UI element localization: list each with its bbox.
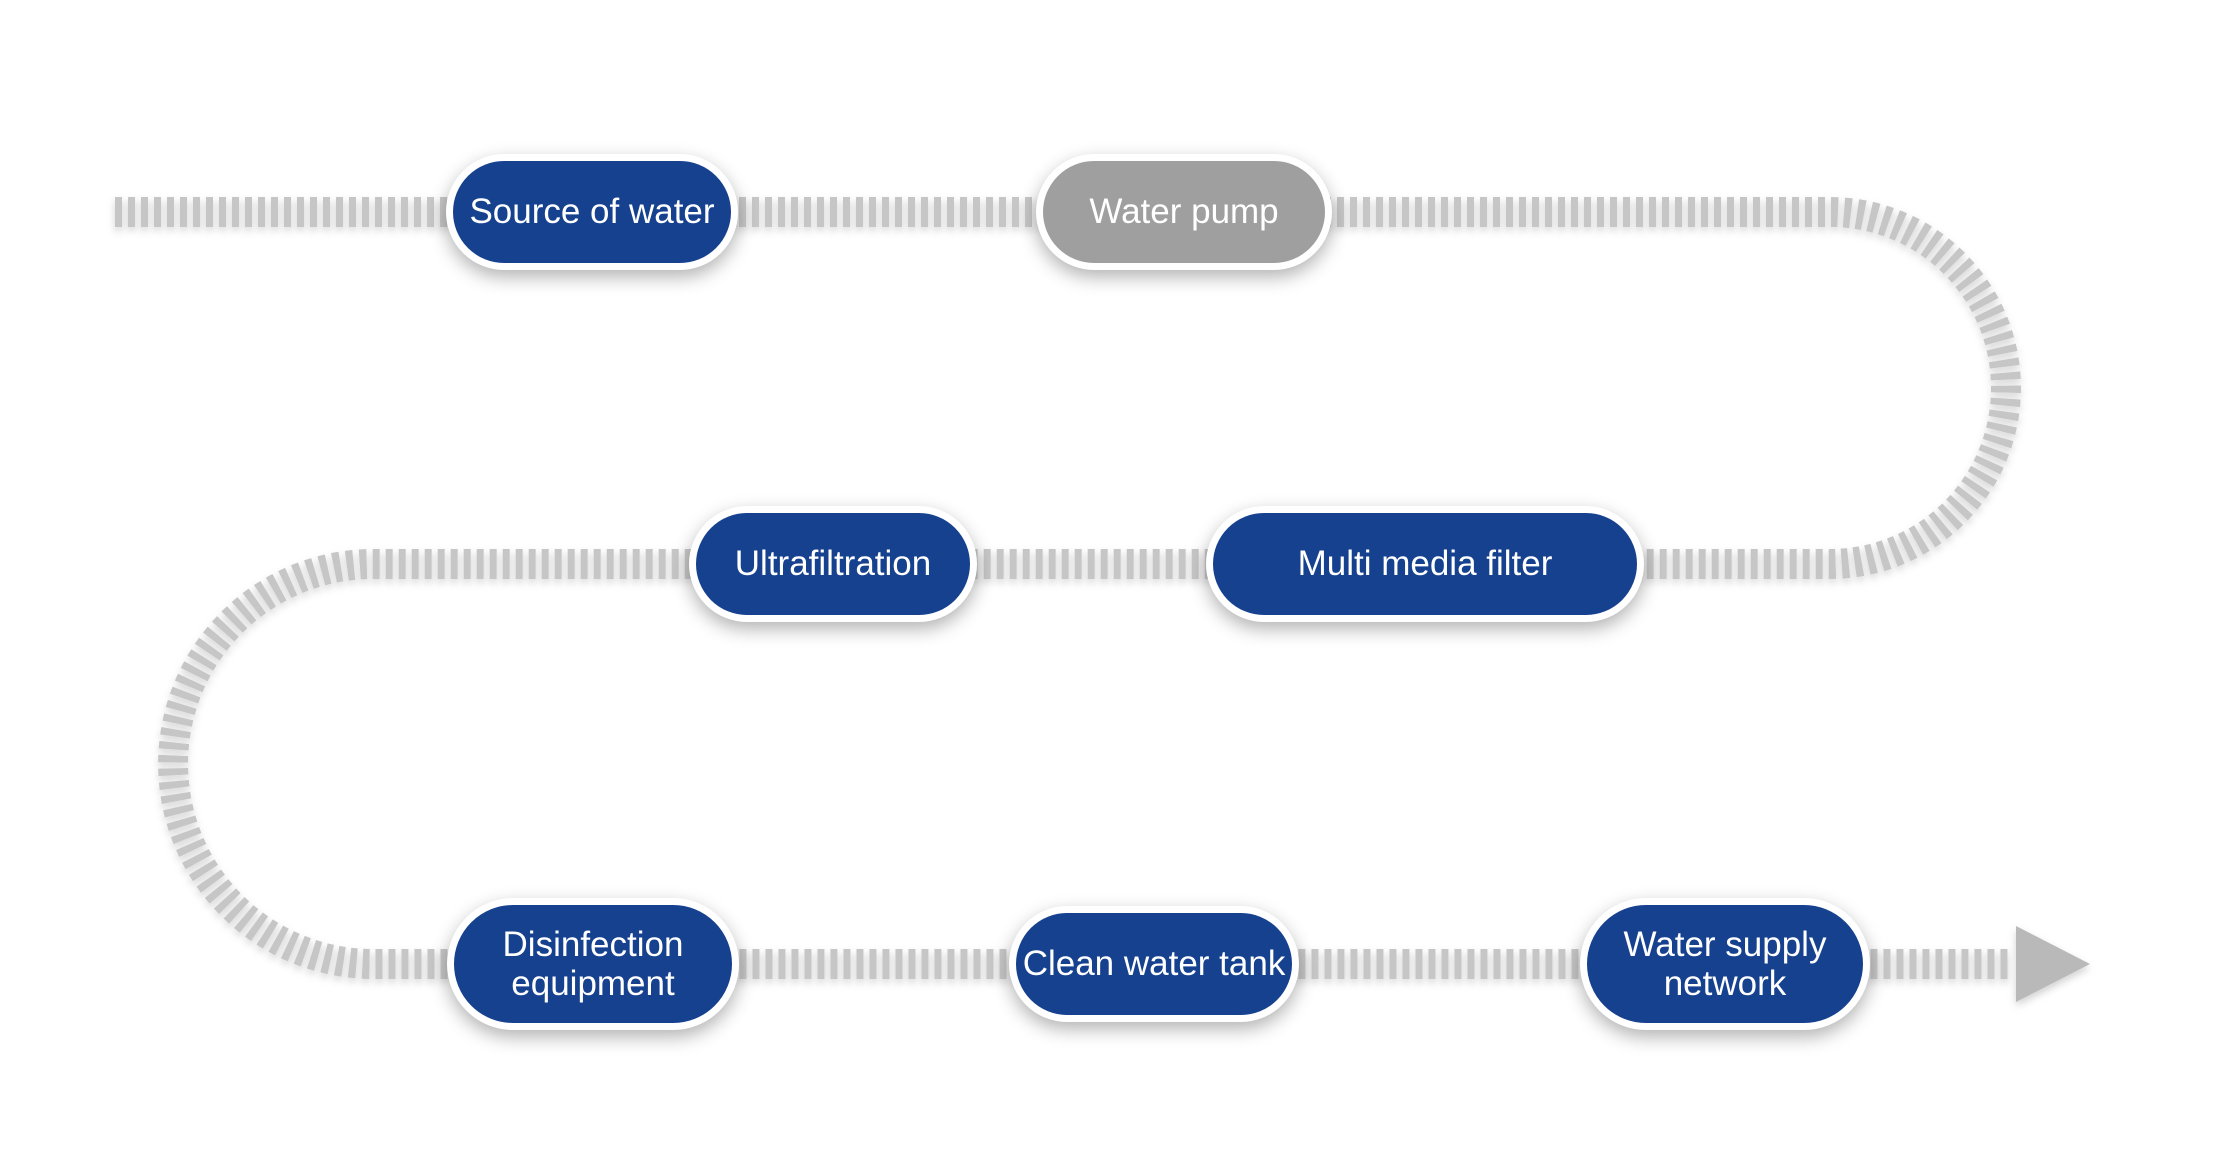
- node-ultrafiltration: Ultrafiltration: [689, 506, 977, 622]
- node-multi-media-filter: Multi media filter: [1206, 506, 1644, 622]
- flow-path: [115, 197, 2021, 979]
- node-disinfection-equipment: Disinfection equipment: [447, 898, 739, 1030]
- node-label: Water supply network: [1623, 924, 1827, 1003]
- node-label: Ultrafiltration: [734, 544, 932, 584]
- node-label: Source of water: [469, 192, 715, 232]
- node-label: Disinfection equipment: [502, 924, 684, 1003]
- flow-arrowhead: [2016, 926, 2090, 1002]
- node-label: Clean water tank: [1022, 944, 1286, 984]
- node-water-pump: Water pump: [1036, 154, 1332, 270]
- node-clean-water-tank: Clean water tank: [1009, 906, 1299, 1022]
- node-label: Water pump: [1089, 192, 1279, 232]
- node-source-of-water: Source of water: [446, 154, 738, 270]
- node-water-supply-network: Water supply network: [1580, 898, 1870, 1030]
- node-label: Multi media filter: [1297, 544, 1553, 584]
